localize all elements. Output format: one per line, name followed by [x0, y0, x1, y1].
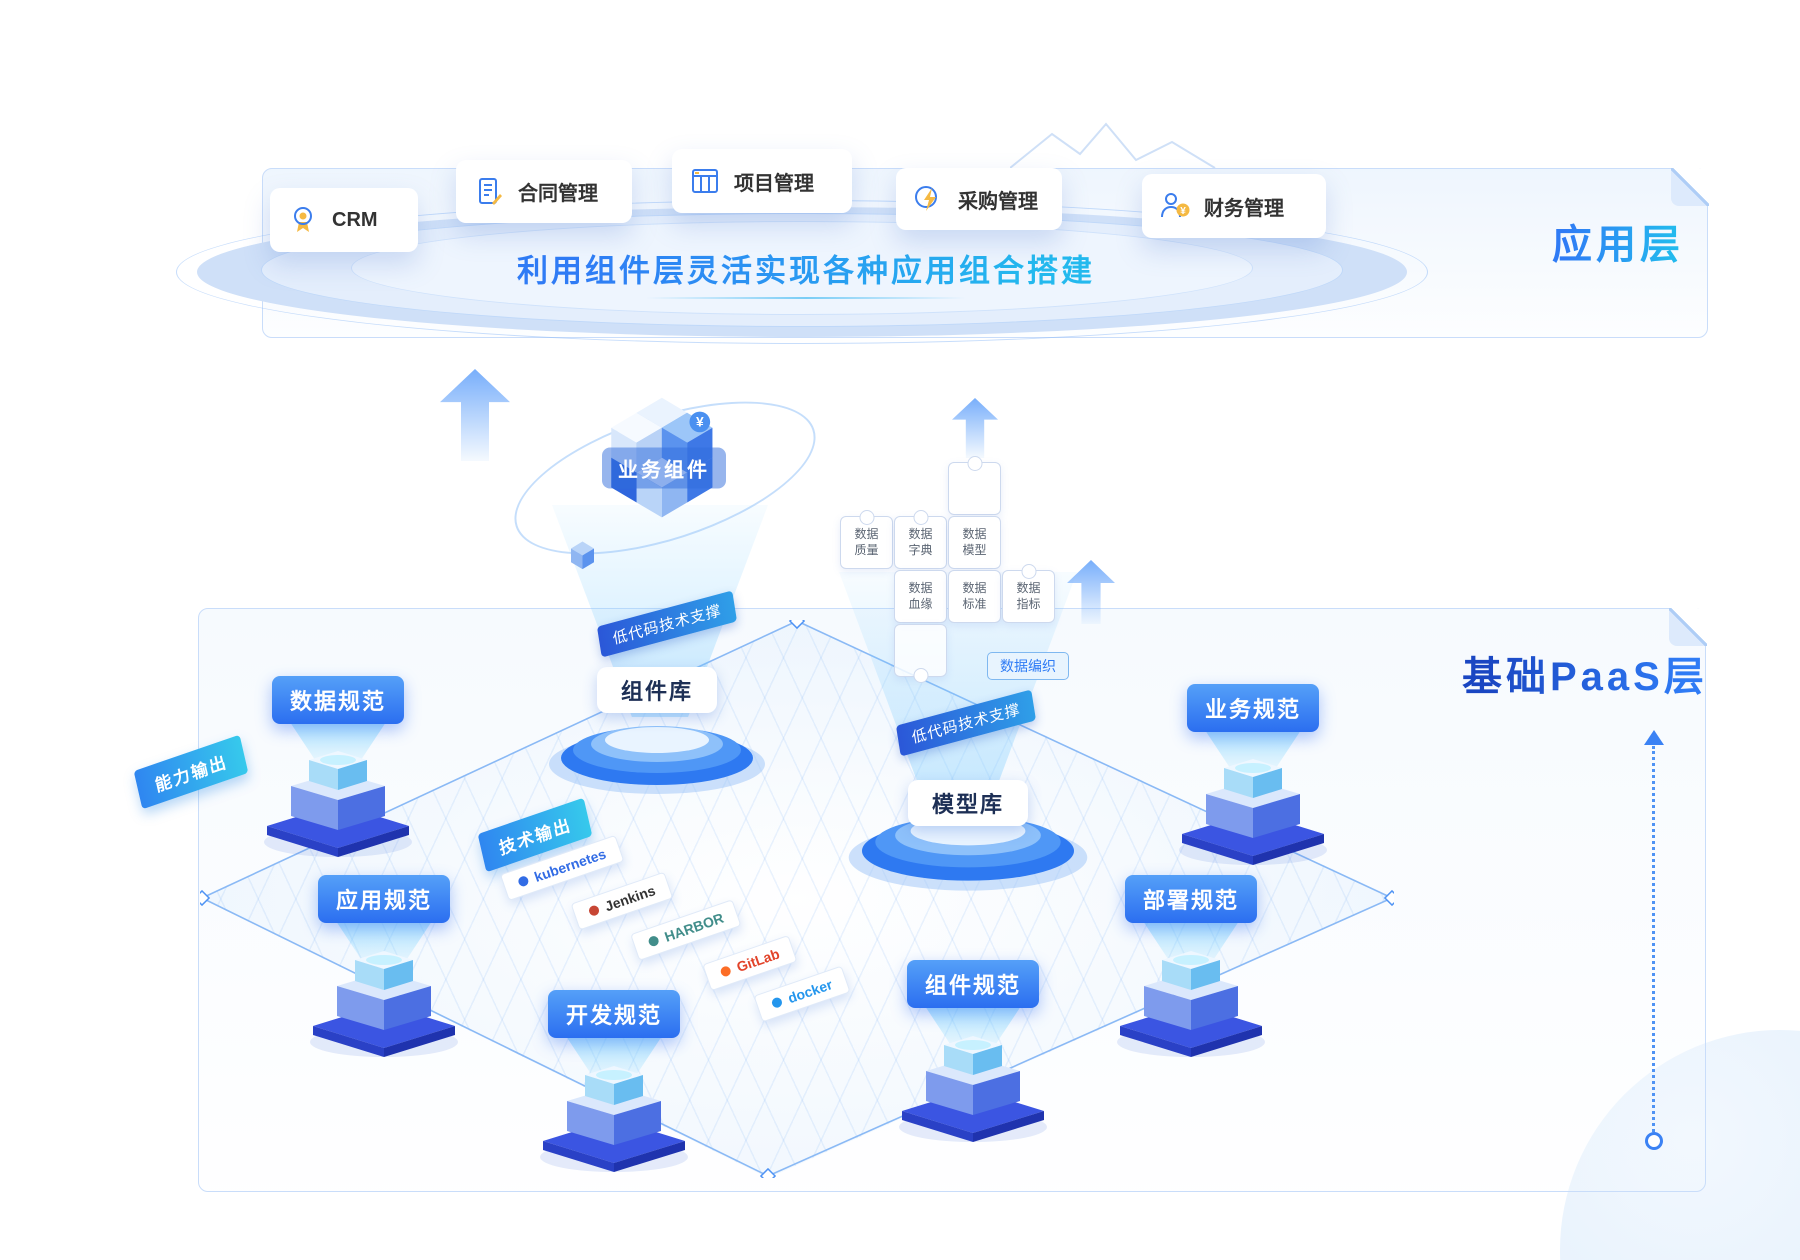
isometric-floor-border	[200, 620, 1394, 1178]
banner-text: 利用组件层灵活实现各种应用组合搭建	[517, 246, 1095, 291]
puzzle-piece-label: 数据字典	[908, 526, 933, 557]
app-card-procurement: 采购管理	[896, 168, 1062, 230]
stage-ellipse-top	[351, 221, 1253, 315]
app-card-contract: 合同管理	[456, 160, 632, 223]
app-card-project: 项目管理	[672, 149, 852, 213]
app-card-label: 采购管理	[958, 190, 1038, 213]
server-illustration	[263, 730, 413, 860]
spec-plate-data: 数据规范	[271, 676, 405, 724]
puzzle-piece-data-model: 数据模型	[948, 516, 1001, 569]
model-library-label: 模型库	[907, 780, 1029, 826]
puzzle-piece-label: 数据血缘	[908, 580, 933, 611]
server-illustration	[898, 1015, 1048, 1145]
component-library-disc	[547, 702, 767, 798]
puzzle-piece-label: 数据标准	[962, 580, 987, 611]
project-board-icon	[692, 169, 718, 193]
app-card-crm: CRM	[270, 188, 418, 252]
app-card-finance: ¥ 财务管理	[1142, 174, 1326, 238]
gitlab-logo-icon	[719, 965, 733, 978]
panel-fold-corner	[1670, 167, 1709, 206]
app-layer-label: 应用层	[1552, 212, 1684, 270]
puzzle-piece-empty	[948, 462, 1001, 515]
paas-layer-label: 基础PaaS层	[1462, 644, 1708, 702]
puzzle-piece-data-dictionary: 数据字典	[894, 516, 947, 569]
up-arrow-small	[952, 398, 998, 458]
svg-text:¥: ¥	[1180, 206, 1186, 217]
banner-underline	[646, 297, 966, 299]
panel-fold-corner	[1668, 607, 1707, 646]
spec-plate-development: 开发规范	[547, 990, 681, 1038]
spec-plate-application: 应用规范	[317, 875, 451, 923]
mountain-outline	[1010, 122, 1216, 169]
puzzle-piece-data-quality: 数据质量	[840, 516, 893, 569]
contract-document-icon	[479, 177, 502, 205]
svg-text:¥: ¥	[696, 415, 704, 430]
up-arrow-large	[440, 369, 510, 461]
puzzle-piece-empty	[894, 624, 947, 677]
puzzle-piece-data-metrics: 数据指标	[1002, 570, 1055, 623]
puzzle-piece-data-standard: 数据标准	[948, 570, 1001, 623]
server-illustration	[1116, 930, 1266, 1060]
crm-medal-icon	[294, 207, 312, 232]
data-fabric-caption: 数据编织	[987, 652, 1069, 680]
app-card-label: CRM	[332, 208, 378, 231]
procurement-coin-icon	[915, 186, 937, 211]
docker-logo-icon	[770, 996, 784, 1009]
puzzle-piece-label: 数据质量	[854, 526, 879, 557]
jenkins-logo-icon	[587, 904, 601, 917]
puzzle-piece-label: 数据指标	[1016, 580, 1041, 611]
server-illustration	[1178, 738, 1328, 868]
harbor-logo-icon	[647, 934, 660, 948]
guide-dotted-line	[1652, 746, 1655, 1132]
spec-plate-deployment: 部署规范	[1124, 875, 1258, 923]
component-library-label: 组件库	[596, 667, 718, 713]
guide-arrow-up-icon	[1644, 730, 1664, 745]
kubernetes-logo-icon	[517, 874, 530, 888]
puzzle-piece-data-lineage: 数据血缘	[894, 570, 947, 623]
business-components-label: 业务组件	[602, 447, 726, 489]
guide-end-circle	[1645, 1132, 1663, 1150]
app-card-label: 财务管理	[1204, 197, 1284, 220]
server-illustration	[309, 930, 459, 1060]
app-card-label: 项目管理	[734, 172, 814, 195]
app-card-label: 合同管理	[518, 183, 598, 205]
spec-plate-component: 组件规范	[906, 960, 1040, 1008]
puzzle-piece-label: 数据模型	[962, 526, 987, 557]
spec-plate-business: 业务规范	[1186, 684, 1320, 732]
finance-person-icon: ¥	[1161, 193, 1190, 218]
server-illustration	[539, 1045, 689, 1175]
